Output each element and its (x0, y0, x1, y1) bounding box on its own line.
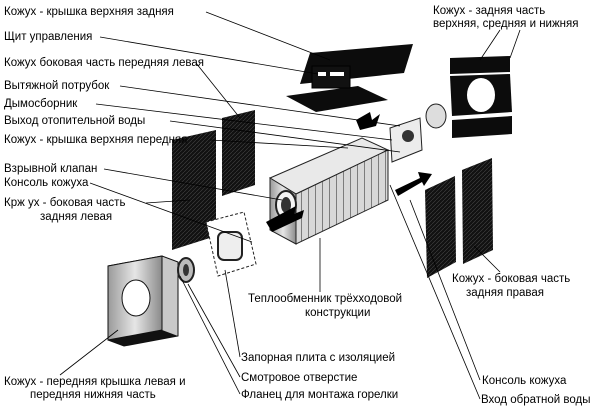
control-panel-shape (286, 65, 388, 112)
label-viewport: Смотровое отверстие (241, 372, 358, 384)
rear-lower-panel (452, 116, 512, 138)
leader-lines (59, 11, 521, 400)
label-rear-panels-1: Кожух - задняя часть (433, 5, 546, 17)
label-front-cover-1: Кожух - передняя крышка левая и (4, 376, 186, 388)
shutoff-plate-shape (205, 211, 257, 277)
label-burner-flange: Фланец для монтажа горелки (241, 389, 399, 401)
label-casing-console-left: Консоль кожуха (4, 177, 89, 189)
label-return-water-inlet: Вход обратной воды (481, 394, 591, 406)
label-casing-console-right: Консоль кожуха (482, 375, 567, 387)
label-heating-water-outlet: Выход отопительной воды (4, 115, 146, 127)
label-front-cover-2: передняя нижняя часть (30, 389, 156, 401)
top-front-cover-panel (172, 130, 216, 250)
label-top-rear-cover: Кожух - крышка верхняя задняя (4, 6, 174, 18)
smoke-collector-shape (389, 103, 447, 163)
label-smoke-collector: Дымосборник (4, 98, 78, 110)
label-side-rear-left-2: задняя левая (40, 211, 113, 223)
heat-exchanger-shape (268, 137, 390, 245)
label-heat-exchanger-1: Теплообменник трёхходовой (248, 293, 403, 305)
label-flue-pipe: Вытяжной потрубок (4, 80, 110, 92)
label-side-rear-left-1: Крж ух - боковая часть (4, 197, 126, 209)
side-rear-right-panel (425, 158, 493, 278)
rear-middle-panel (450, 74, 512, 116)
front-cover-shape (107, 255, 179, 347)
flow-arrows (266, 112, 432, 232)
label-side-rear-right-2: задняя правая (466, 287, 545, 299)
label-explosion-valve: Взрывной клапан (4, 163, 98, 175)
label-side-rear-right-1: Кожух - боковая часть (452, 273, 571, 285)
label-rear-panels-2: верхняя, средняя и нижняя (433, 18, 579, 30)
label-top-front-cover: Кожух - крышка верхняя передняя (4, 134, 188, 146)
burner-flange-shape (177, 257, 195, 283)
label-control-panel: Щит управления (4, 31, 93, 43)
label-heat-exchanger-2: конструкции (305, 307, 371, 319)
label-shutoff-plate: Запорная плита с изоляцией (241, 352, 396, 364)
rear-upper-panel (450, 56, 510, 74)
label-side-front-left: Кожух боковая часть передняя левая (4, 57, 204, 69)
